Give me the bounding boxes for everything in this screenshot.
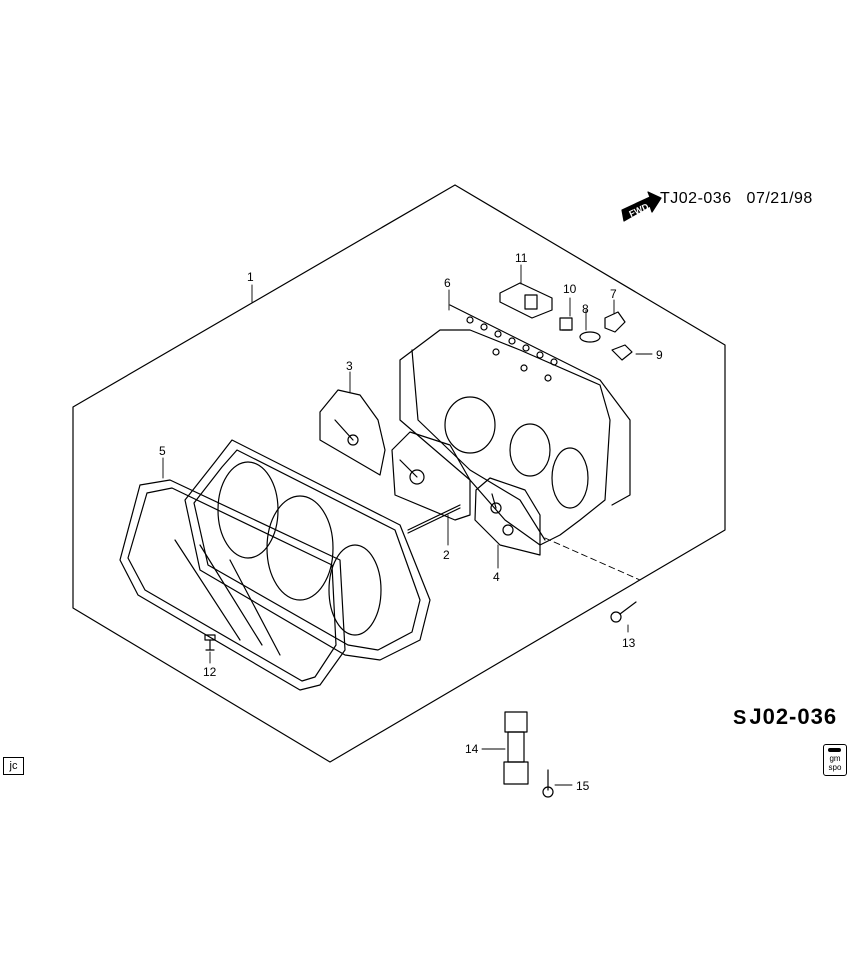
part-pin-12: [204, 634, 216, 651]
callout-10: 10: [563, 282, 577, 296]
part-bulb-socket-10: [559, 317, 573, 331]
reference-code: SJ02-036: [733, 704, 837, 730]
part-lens-5: [119, 479, 346, 691]
part-socket-9: [611, 344, 633, 361]
part-connector-11: [499, 282, 553, 319]
callout-5: 5: [159, 444, 166, 458]
callout-9: 9: [656, 348, 663, 362]
part-bulb-8: [579, 331, 601, 343]
fwd-arrow-icon: FWD: [621, 191, 662, 222]
callout-6: 6: [444, 276, 451, 290]
bulb-holes: [466, 316, 558, 382]
corner-tag: jc: [3, 757, 24, 775]
leader-lines: [162, 264, 653, 786]
assembly-outline: [72, 184, 726, 763]
part-sensor-14: [503, 711, 529, 785]
part-bolt-15: [542, 769, 554, 798]
reference-code-text: J02-036: [749, 704, 838, 729]
callout-1: 1: [247, 270, 254, 284]
callout-13: 13: [622, 636, 636, 650]
callout-3: 3: [346, 359, 353, 373]
callout-14: 14: [465, 742, 479, 756]
callout-labels: 1 2 3 4 5 6 7 8 9 10 11 12 13 14 15: [159, 251, 663, 793]
part-needle-2: [407, 504, 461, 534]
callout-7: 7: [610, 287, 617, 301]
callout-12: 12: [203, 665, 217, 679]
part-bezel: [184, 439, 431, 661]
diagram-date: 07/21/98: [746, 190, 813, 207]
callout-8: 8: [582, 302, 589, 316]
part-housing-6: [399, 304, 631, 546]
diagram-header: TJ02-036 07/21/98: [660, 190, 813, 208]
badge-line-1: gm: [829, 754, 841, 763]
diagram-id: TJ02-036: [660, 190, 732, 207]
part-gauge-3: [319, 389, 386, 476]
callout-11: 11: [515, 251, 528, 265]
callout-2: 2: [443, 548, 450, 562]
suzuki-logo-icon: S: [733, 707, 748, 729]
part-speedo-dial: [391, 431, 471, 521]
part-gauge-4: [474, 477, 541, 556]
gm-spo-badge-icon: gm spo: [823, 744, 847, 776]
part-screw-13: [610, 601, 637, 623]
callout-4: 4: [493, 570, 500, 584]
badge-line-2: spo: [828, 763, 842, 772]
part-socket-7: [604, 311, 626, 333]
callout-15: 15: [576, 779, 590, 793]
